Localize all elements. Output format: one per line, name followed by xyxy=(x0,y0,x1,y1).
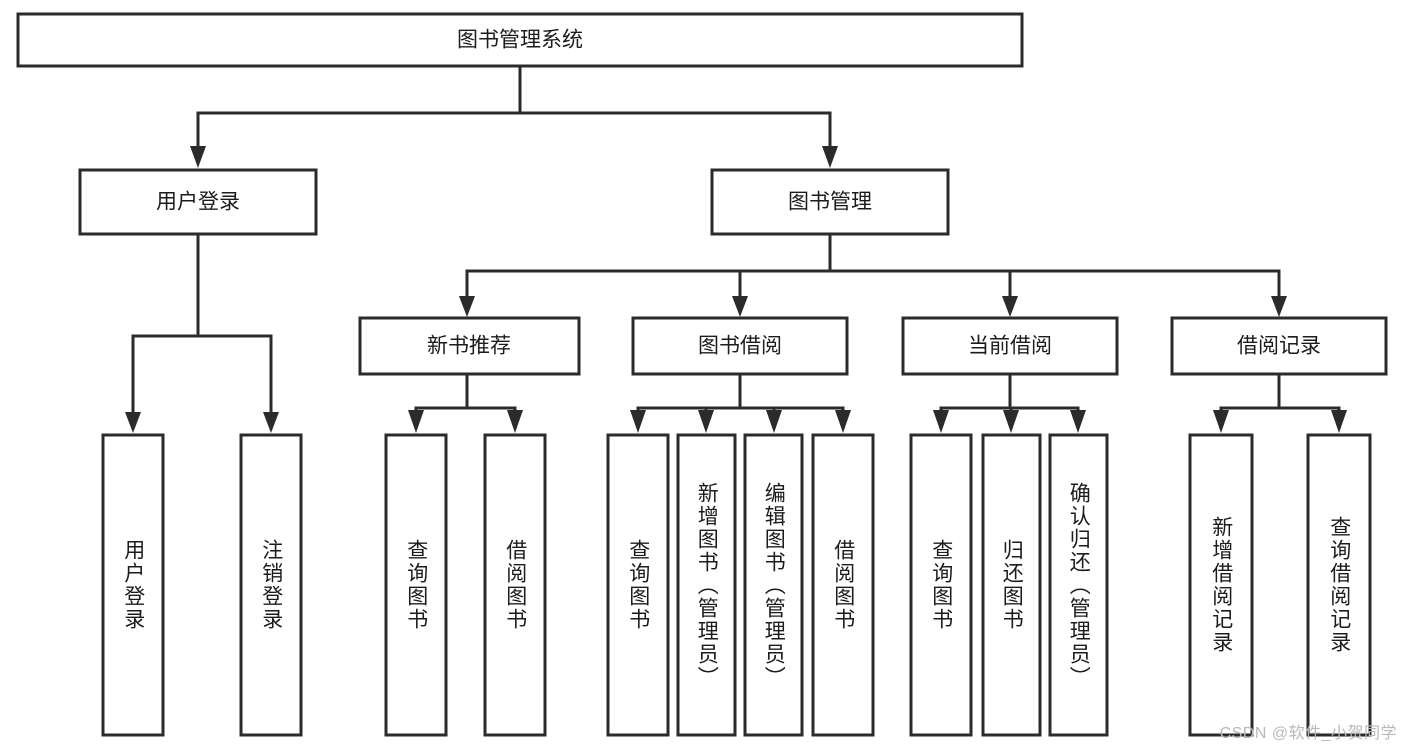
leaf-box-borrow-book[interactable] xyxy=(811,433,875,737)
node-book-borrow-label: 图书借阅 xyxy=(698,335,782,358)
node-book-borrow-box[interactable] xyxy=(631,316,849,376)
leaf-layer xyxy=(101,433,1372,737)
node-book-borrow[interactable]: 图书借阅 xyxy=(631,316,849,376)
csdn-watermark: CSDN @软件_小贺同学 xyxy=(1219,725,1397,742)
arrow-bookmgmt-borrow xyxy=(732,296,748,317)
node-user-login-label: 用户登录 xyxy=(156,191,240,214)
arrow-newbook-leaf-2 xyxy=(507,410,523,433)
leaf-box-add-borrow-record[interactable] xyxy=(1188,433,1254,737)
node-root[interactable]: 图书管理系统 xyxy=(16,12,1024,68)
arrow-userlogin-leaf-1 xyxy=(125,412,141,433)
node-borrow-records-box[interactable] xyxy=(1170,316,1388,376)
node-book-management-label: 图书管理 xyxy=(788,191,872,214)
arrow-records-leaf-2 xyxy=(1331,410,1347,433)
arrow-root-to-user-login xyxy=(190,146,206,168)
arrow-userlogin-leaf-2 xyxy=(263,412,279,433)
node-current-borrow-box[interactable] xyxy=(901,316,1119,376)
node-current-borrow[interactable]: 当前借阅 xyxy=(901,316,1119,376)
leaf-box-search-book-borrow[interactable] xyxy=(606,433,670,737)
leaf-box-add-book-admin[interactable] xyxy=(676,433,737,737)
leaf-box-borrow-book-rec[interactable] xyxy=(483,433,547,737)
node-root-box[interactable] xyxy=(16,12,1024,68)
leaf-box-logout[interactable] xyxy=(239,433,303,737)
arrow-records-leaf-1 xyxy=(1213,410,1229,433)
arrow-current-leaf-2 xyxy=(1003,410,1019,433)
node-borrow-records[interactable]: 借阅记录 xyxy=(1170,316,1388,376)
node-new-book-recommend-box[interactable] xyxy=(358,316,581,376)
leaf-box-search-borrow-record[interactable] xyxy=(1306,433,1372,737)
leaf-box-search-book-current[interactable] xyxy=(909,433,973,737)
arrow-bookmgmt-records xyxy=(1271,296,1287,317)
node-borrow-records-label: 借阅记录 xyxy=(1237,335,1321,358)
leaf-box-confirm-return-admin[interactable] xyxy=(1048,433,1109,737)
node-book-management[interactable]: 图书管理 xyxy=(710,168,950,236)
arrow-newbook-leaf-1 xyxy=(408,410,424,433)
arrow-bookmgmt-newbook xyxy=(459,296,475,317)
leaf-box-user-login[interactable] xyxy=(101,433,165,737)
arrow-borrow-leaf-2 xyxy=(698,410,714,433)
arrow-current-leaf-3 xyxy=(1070,410,1086,433)
node-book-management-box[interactable] xyxy=(710,168,950,236)
arrow-bookmgmt-current xyxy=(1002,296,1018,317)
node-user-login[interactable]: 用户登录 xyxy=(78,168,318,236)
node-new-book-recommend-label: 新书推荐 xyxy=(427,335,511,358)
leaf-box-return-book[interactable] xyxy=(981,433,1042,737)
node-root-label: 图书管理系统 xyxy=(457,29,583,52)
node-new-book-recommend[interactable]: 新书推荐 xyxy=(358,316,581,376)
node-user-login-box[interactable] xyxy=(78,168,318,236)
leaf-box-edit-book-admin[interactable] xyxy=(743,433,804,737)
arrow-borrow-leaf-4 xyxy=(835,410,851,433)
node-current-borrow-label: 当前借阅 xyxy=(968,335,1052,358)
arrow-borrow-leaf-1 xyxy=(630,410,646,433)
arrow-current-leaf-1 xyxy=(933,410,949,433)
arrow-borrow-leaf-3 xyxy=(766,410,782,433)
connector-layer xyxy=(125,64,1347,433)
leaf-box-search-book-rec[interactable] xyxy=(384,433,448,737)
arrow-root-to-book-mgmt xyxy=(822,146,838,168)
